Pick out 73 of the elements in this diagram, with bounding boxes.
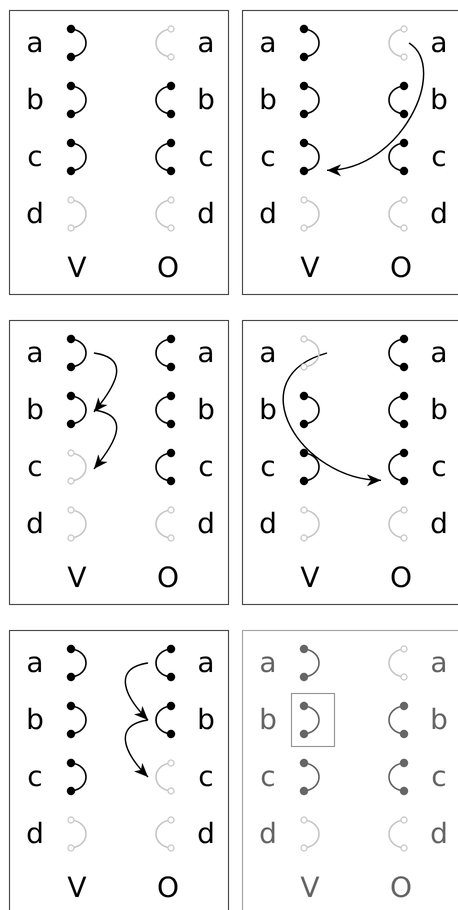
column-label: V — [67, 254, 87, 282]
arrow — [124, 719, 148, 778]
row-label: c — [260, 453, 276, 481]
row-label: b — [430, 706, 448, 734]
row-label: b — [197, 396, 215, 424]
column-label: V — [67, 564, 87, 592]
row-label: a — [259, 339, 277, 367]
row-label: a — [197, 29, 215, 57]
row-label: a — [430, 649, 448, 677]
row-label: d — [430, 510, 448, 538]
column-label: O — [156, 564, 180, 592]
row-label: d — [26, 200, 44, 228]
column-label: V — [300, 254, 320, 282]
row-label: d — [197, 510, 215, 538]
row-label: b — [26, 396, 44, 424]
row-label: c — [260, 763, 276, 791]
row-label: d — [259, 200, 277, 228]
arrow — [93, 409, 118, 470]
column-label: V — [300, 874, 320, 902]
arrow — [282, 352, 382, 485]
row-label: d — [26, 820, 44, 848]
row-label: b — [259, 396, 277, 424]
row-label: a — [26, 649, 44, 677]
highlight-frame — [291, 693, 335, 747]
row-label: d — [26, 510, 44, 538]
row-label: a — [26, 29, 44, 57]
row-label: a — [430, 339, 448, 367]
column-label: O — [390, 254, 412, 282]
panel-frame — [242, 10, 458, 295]
row-label: a — [197, 339, 215, 367]
column-label: O — [390, 564, 412, 592]
row-label: c — [198, 763, 214, 791]
row-label: a — [26, 339, 44, 367]
row-label: b — [259, 706, 277, 734]
row-label: c — [260, 143, 276, 171]
row-label: b — [430, 396, 448, 424]
row-label: b — [430, 86, 448, 114]
panel-frame — [242, 630, 458, 910]
column-label: O — [156, 874, 180, 902]
panel-frame — [9, 320, 229, 605]
arrow — [326, 42, 424, 175]
row-label: d — [430, 820, 448, 848]
row-label: c — [431, 143, 447, 171]
row-label: c — [198, 453, 214, 481]
row-label: b — [197, 706, 215, 734]
column-label: V — [300, 564, 320, 592]
row-label: d — [197, 820, 215, 848]
column-label: V — [67, 874, 87, 902]
row-label: c — [27, 143, 43, 171]
row-label: c — [198, 143, 214, 171]
row-label: d — [430, 200, 448, 228]
row-label: c — [431, 763, 447, 791]
row-label: a — [197, 649, 215, 677]
panel-frame — [242, 320, 458, 605]
arrow — [124, 662, 148, 720]
row-label: a — [430, 29, 448, 57]
panel-frame — [9, 630, 229, 910]
row-label: d — [259, 820, 277, 848]
row-label: c — [431, 453, 447, 481]
row-label: d — [197, 200, 215, 228]
column-label: O — [156, 254, 180, 282]
panel-frame — [9, 10, 229, 295]
row-label: d — [259, 510, 277, 538]
row-label: b — [259, 86, 277, 114]
row-label: a — [259, 649, 277, 677]
row-label: a — [259, 29, 277, 57]
column-label: O — [390, 874, 412, 902]
row-label: b — [26, 706, 44, 734]
row-label: b — [197, 86, 215, 114]
row-label: b — [26, 86, 44, 114]
arrow — [93, 352, 118, 412]
row-label: c — [27, 453, 43, 481]
row-label: c — [27, 763, 43, 791]
